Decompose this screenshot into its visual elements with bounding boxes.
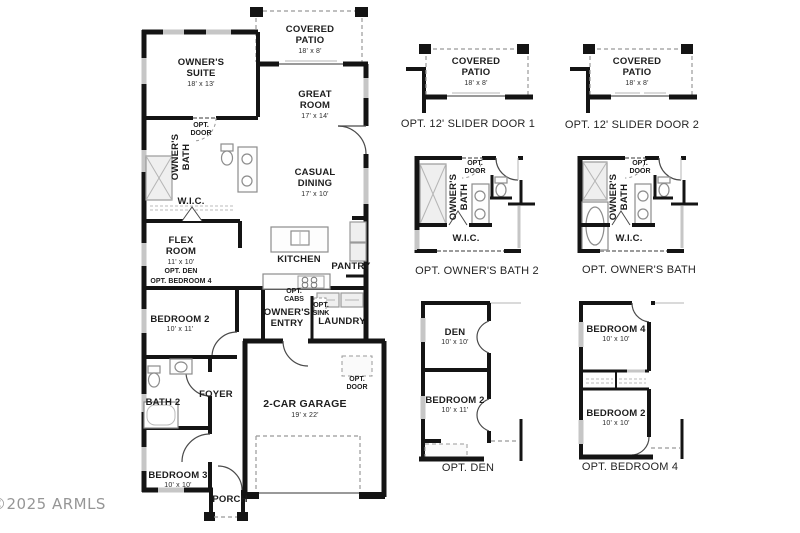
room-label-bedroom-3: BEDROOM 3 10' x 10'	[148, 470, 207, 491]
room-label-laundry: LAUNDRY	[318, 316, 366, 327]
room-label-owners-bath: OWNER'S BATH	[170, 133, 193, 181]
room-name: BEDROOM 4	[586, 324, 646, 335]
room-name: BATH 2	[145, 397, 181, 408]
room-label-wic: W.I.C.	[177, 196, 204, 207]
room-label-pantry: PANTRY	[331, 261, 370, 272]
room-name: PORCH	[212, 494, 248, 505]
room-label-bath-2: BATH 2	[146, 397, 181, 408]
room-name: CASUAL DINING	[294, 167, 336, 190]
room-name: OWNER'S BATH	[608, 173, 630, 221]
room-name: W.I.C.	[615, 233, 643, 244]
option6-caption: OPT. BEDROOM 4	[581, 461, 679, 473]
room-name: COVERED PATIO	[285, 24, 335, 47]
room-name: OWNER'S BATH	[448, 173, 470, 221]
room-name: OWNER'S SUITE	[177, 57, 225, 80]
option5-den-label: DEN 10' x 10'	[441, 327, 468, 348]
room-name: OPT. SINK	[312, 302, 330, 318]
room-dims: 10' x 10'	[602, 420, 630, 428]
room-name: GREAT ROOM	[298, 89, 332, 112]
room-name: 2-CAR GARAGE	[263, 398, 347, 410]
option-panel-opt-den	[419, 301, 523, 462]
room-name: W.I.C.	[452, 233, 480, 244]
room-label-opt-door-garage: OPT. DOOR	[347, 376, 368, 393]
room-dims: 10' x 11'	[166, 326, 194, 334]
room-name: OPT. DOOR	[629, 160, 651, 176]
option2-room-label: COVERED PATIO 18' x 8'	[613, 56, 661, 88]
room-name: OPT. DOOR	[346, 376, 368, 392]
room-dims: 11' x 10'	[167, 258, 195, 266]
room-dims: 10' x 10'	[164, 482, 192, 490]
option5-caption: OPT. DEN	[441, 462, 495, 474]
armls-watermark: ©2025 ARMLS	[0, 495, 106, 513]
option1-caption: OPT. 12' SLIDER DOOR 1	[400, 118, 536, 130]
room-name: FLEX ROOM	[165, 235, 197, 258]
option-panel-owners-bath-2	[414, 156, 535, 253]
room-dims: 10' x 11'	[441, 407, 469, 415]
room-name: DEN	[444, 327, 466, 338]
room-label-bedroom-2: BEDROOM 2 10' x 11'	[150, 314, 209, 335]
option3-opt-door-label: OPT. DOOR	[465, 160, 486, 177]
option4-caption: OPT. OWNER'S BATH	[581, 264, 697, 276]
option6-bedroom2-label: BEDROOM 2 10' x 10'	[586, 408, 645, 429]
room-name: KITCHEN	[277, 254, 321, 265]
room-label-opt-cabs: OPT. CABS	[284, 288, 304, 305]
option2-caption: OPT. 12' SLIDER DOOR 2	[564, 119, 700, 131]
room-option-note: OPT. DEN	[164, 268, 198, 276]
room-name: BEDROOM 2	[425, 395, 485, 406]
room-label-great-room: GREAT ROOM 17' x 14'	[298, 89, 332, 121]
room-option-note: OPT. BEDROOM 4	[150, 277, 212, 285]
room-dims: 17' x 14'	[301, 112, 329, 120]
room-name: COVERED PATIO	[451, 56, 501, 79]
option3-caption: OPT. OWNER'S BATH 2	[415, 265, 539, 277]
room-name: OWNER'S ENTRY	[263, 307, 311, 330]
room-label-owners-suite: OWNER'S SUITE 18' x 13'	[178, 57, 224, 89]
room-name: OPT. DOOR	[464, 160, 486, 176]
room-dims: 18' x 13'	[187, 80, 215, 88]
option4-wic-label: W.I.C.	[615, 233, 642, 244]
room-name: LAUNDRY	[318, 316, 366, 327]
room-name: OPT. DOOR	[190, 122, 212, 138]
main-plan-fixtures	[143, 143, 367, 429]
room-name: PANTRY	[331, 261, 371, 272]
room-dims: 10' x 10'	[602, 336, 630, 344]
room-label-opt-sink: OPT. SINK	[313, 302, 330, 319]
option1-room-label: COVERED PATIO 18' x 8'	[452, 56, 500, 88]
room-label-flex-room: FLEX ROOM 11' x 10' OPT. DEN OPT. BEDROO…	[150, 235, 211, 286]
room-dims: 18' x 8'	[298, 47, 322, 55]
room-dims: 10' x 10'	[441, 339, 469, 347]
room-name: OPT. CABS	[284, 288, 304, 304]
room-name: BEDROOM 3	[148, 470, 208, 481]
room-label-covered-patio: COVERED PATIO 18' x 8'	[286, 24, 334, 56]
option3-bath-label: OWNER'S BATH	[448, 173, 471, 221]
room-label-garage: 2-CAR GARAGE 19' x 22'	[263, 398, 347, 420]
room-dims: 18' x 8'	[625, 79, 649, 87]
option-panel-owners-bath	[577, 156, 698, 253]
room-name: COVERED PATIO	[612, 56, 662, 79]
room-dims: 17' x 10'	[301, 190, 329, 198]
option4-opt-door-label: OPT. DOOR	[630, 160, 651, 177]
room-label-opt-door-bath: OPT. DOOR	[191, 122, 212, 139]
room-name: FOYER	[199, 389, 233, 400]
room-name: BEDROOM 2	[150, 314, 210, 325]
option3-wic-label: W.I.C.	[452, 233, 479, 244]
room-name: BEDROOM 2	[586, 408, 646, 419]
room-label-casual-dining: CASUAL DINING 17' x 10'	[295, 167, 336, 199]
option-panel-slider-door-2	[570, 44, 697, 113]
room-name: OWNER'S BATH	[170, 133, 192, 181]
room-label-foyer: FOYER	[199, 389, 233, 400]
option5-bedroom2-label: BEDROOM 2 10' x 11'	[425, 395, 484, 416]
room-name: W.I.C.	[177, 196, 205, 207]
room-label-owners-entry: OWNER'S ENTRY	[264, 307, 310, 330]
option-panel-opt-bedroom-4	[578, 301, 684, 460]
option6-bedroom4-label: BEDROOM 4 10' x 10'	[586, 324, 645, 345]
option4-bath-label: OWNER'S BATH	[608, 173, 631, 221]
room-dims: 18' x 8'	[464, 79, 488, 87]
room-label-kitchen: KITCHEN	[277, 254, 321, 265]
room-dims: 19' x 22'	[291, 411, 319, 419]
room-label-porch: PORCH	[212, 494, 247, 505]
option-panel-slider-door-1	[406, 44, 533, 113]
